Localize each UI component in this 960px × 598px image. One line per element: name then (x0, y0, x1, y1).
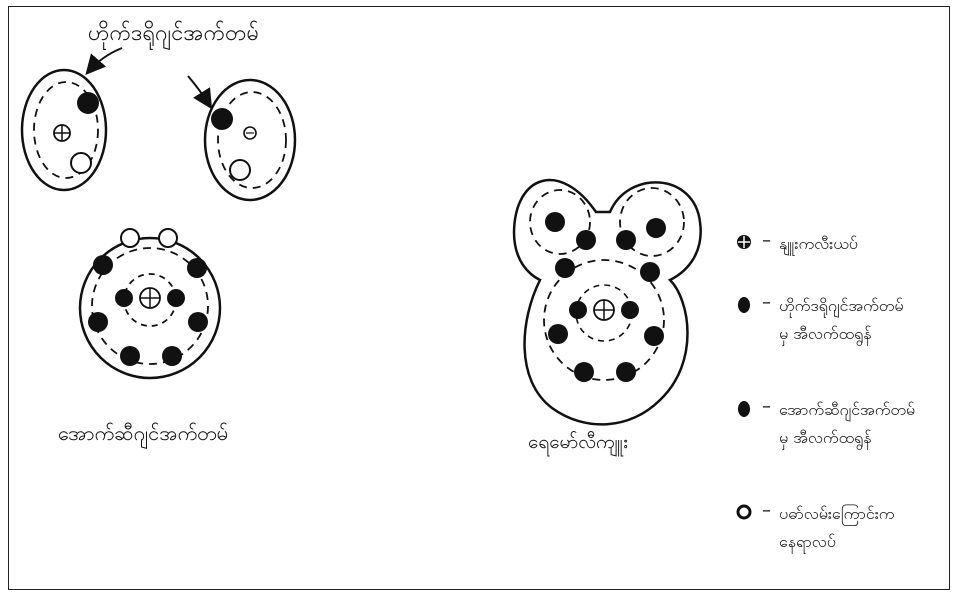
electron-dot (188, 312, 208, 332)
legend-dash: – (762, 230, 771, 252)
legend-text: ဟိုက်ဒရိုဂျင်အက်တမ် မှ အီလက်ထရွန် (779, 292, 903, 348)
hydrogen-atom-right (205, 80, 295, 200)
legend-item-oxygen-electron: – အောက်ဆီဂျင်အက်တမ် မှ အီလက်ထရွန် (734, 396, 915, 452)
electron-dot (77, 92, 99, 114)
electron-dot (187, 258, 207, 278)
nucleus-icon (140, 288, 160, 308)
vacancy-dot (159, 229, 177, 247)
legend-text: ပဓာ်လမ်းကြောင်းက နေရာလပ် (779, 500, 894, 556)
legend-item-hydrogen-electron: – ဟိုက်ဒရိုဂျင်အက်တမ် မှ အီလက်ထရွန် (734, 292, 903, 348)
legend-dash: – (762, 292, 771, 314)
electron-dot (640, 262, 660, 282)
electron-dot (569, 301, 587, 319)
water-molecule (514, 180, 701, 424)
legend-text: နျူးကလီးယပ် (779, 230, 858, 258)
legend-dash: – (762, 396, 771, 418)
legend-text: အောက်ဆီဂျင်အက်တမ် မှ အီလက်ထရွန် (779, 396, 915, 452)
open-circle-icon (734, 502, 754, 522)
electron-dot (646, 218, 666, 238)
oxygen-atom (80, 229, 220, 378)
legend-item-vacancy: – ပဓာ်လမ်းကြောင်းက နေရာလပ် (734, 500, 894, 556)
electron-dot (555, 258, 575, 278)
nucleus-icon (594, 300, 614, 320)
filled-circle-icon (734, 398, 754, 418)
filled-circle-icon (734, 294, 754, 314)
hydrogen-atom-left (22, 70, 106, 190)
electron-dot (621, 301, 639, 319)
electron-dot (88, 312, 108, 332)
vacancy-dot (230, 160, 250, 180)
electron-dot (548, 324, 568, 344)
legend-dash: – (762, 500, 771, 522)
hydrogen-atom-label: ဟိုက်ဒရိုဂျင်အက်တမ် (88, 18, 259, 51)
oxygen-atom-label: အောက်ဆီဂျင်အက်တမ် (58, 420, 228, 450)
water-molecule-label: ရေမော်လီကျူး (528, 430, 628, 458)
electron-dot (162, 346, 182, 366)
electron-dot (574, 362, 594, 382)
electron-dot (93, 255, 113, 275)
electron-dot (616, 230, 636, 250)
vacancy-dot (71, 153, 91, 173)
electron-dot (616, 362, 636, 382)
electron-dot (576, 230, 596, 250)
pointer-arrow (88, 48, 122, 72)
electron-dot (115, 289, 133, 307)
electron-dot (167, 289, 185, 307)
electron-dot (644, 326, 664, 346)
nucleus-icon (54, 125, 70, 141)
vacancy-dot (121, 229, 139, 247)
pointer-arrow (188, 76, 210, 106)
electron-dot (211, 108, 233, 130)
legend-item-nucleus: – နျူးကလီးယပ် (734, 230, 858, 258)
electron-dot (120, 346, 140, 366)
nucleus-icon (734, 232, 754, 252)
electron-dot (545, 212, 565, 232)
